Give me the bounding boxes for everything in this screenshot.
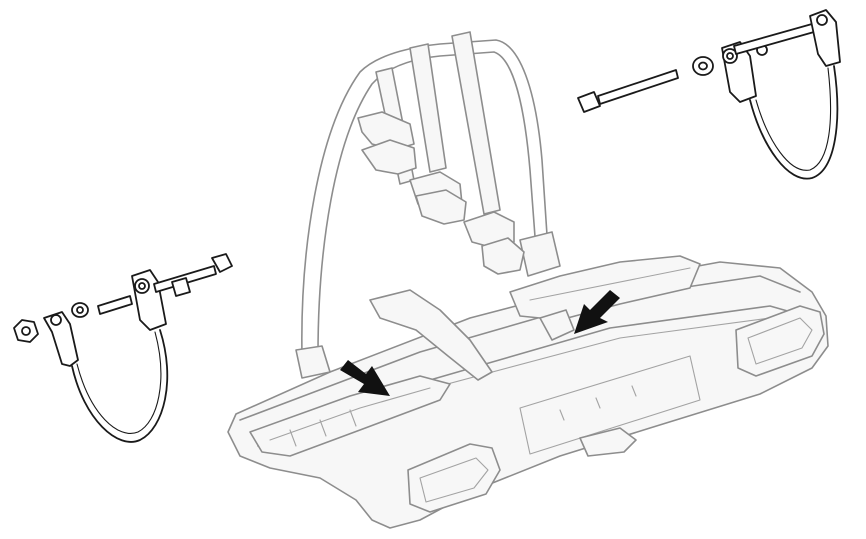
right-cable-loop	[749, 65, 839, 180]
left-eye-lug	[43, 311, 79, 367]
left-hardware-kit	[13, 253, 233, 443]
bike-carrier	[227, 31, 829, 529]
right-bracket	[721, 41, 768, 103]
arrow-right	[574, 290, 620, 334]
left-short-rod	[97, 295, 133, 315]
right-top-rod	[733, 23, 815, 55]
frame-arm-base	[369, 289, 493, 381]
frame-clamps	[357, 111, 525, 275]
right-bolt	[577, 69, 679, 113]
arrow-left	[340, 360, 390, 396]
right-hardware-kit	[577, 9, 841, 180]
right-washer	[692, 56, 714, 76]
left-washer	[71, 302, 89, 318]
tail-light-right	[735, 305, 825, 377]
right-eye-lug	[809, 9, 841, 67]
left-bracket	[131, 269, 167, 331]
arch-frame-outer	[301, 39, 549, 357]
tail-light-left	[407, 443, 501, 513]
left-nut	[13, 319, 39, 343]
left-cable-loop	[71, 329, 169, 443]
bike-holder-arms	[375, 31, 561, 277]
license-plate-area	[519, 355, 701, 455]
left-long-bolt	[153, 253, 233, 297]
tow-coupling	[579, 427, 637, 457]
